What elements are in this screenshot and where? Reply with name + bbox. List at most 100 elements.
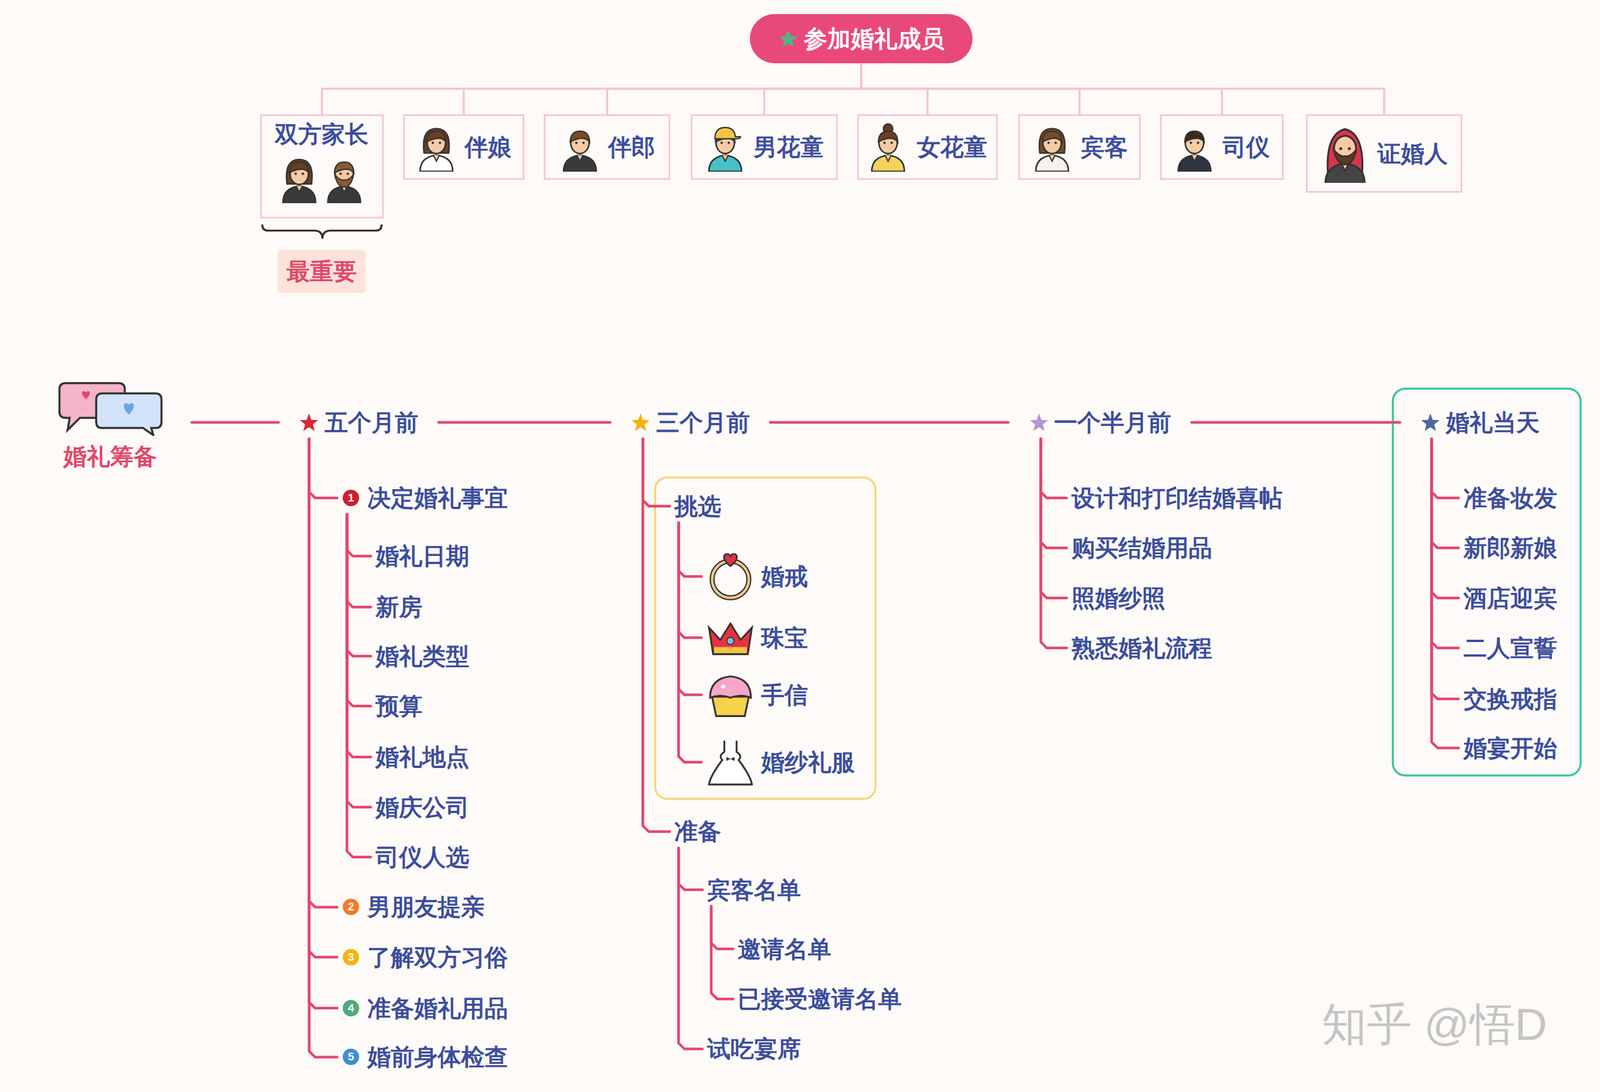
avatar-hair <box>878 131 899 142</box>
chat-heart <box>82 390 90 399</box>
star-icon <box>630 412 651 433</box>
node-label: 一个半月前 <box>1053 408 1172 437</box>
avatar-hair <box>1184 131 1204 142</box>
avatar-body <box>328 185 361 203</box>
connector-line <box>309 438 338 958</box>
connector-line <box>1191 421 1401 425</box>
connector-line <box>346 514 371 757</box>
node-label: 准备妆发 <box>1463 483 1558 513</box>
headscarf <box>1327 128 1363 173</box>
topic-item: 婚纱礼服 <box>705 737 855 787</box>
timeline-topic: 婚礼当天 <box>1420 408 1540 437</box>
dress-shape <box>708 740 752 785</box>
topic-item: 试吃宴席 <box>707 1034 801 1063</box>
chat-bubble <box>96 393 162 435</box>
avatar-eye <box>431 141 434 145</box>
avatar-cap <box>714 127 741 139</box>
node-label: 双方家长 <box>274 120 369 149</box>
connector-line <box>678 847 703 890</box>
topic-item: 新郎新娘 <box>1463 533 1558 562</box>
node-label: 婚庆公司 <box>375 793 470 822</box>
topic-item: 男朋友提亲 <box>341 892 485 921</box>
node-label: 购买结婚用品 <box>1071 533 1213 562</box>
ring-icon <box>705 551 756 602</box>
node-label: 决定婚礼事宜 <box>367 483 508 513</box>
node-label: 宾客 <box>1080 132 1128 162</box>
connector-line <box>191 421 279 425</box>
hair-back <box>286 159 313 184</box>
cake-cup <box>712 697 750 717</box>
avatar-neck <box>1049 155 1056 162</box>
avatar-neck <box>1191 155 1197 162</box>
member-box: 伴娘 <box>403 114 525 180</box>
connector-line <box>642 438 670 832</box>
node-label: 婚前身体检查 <box>367 1042 508 1071</box>
avatar-eye <box>1054 141 1057 145</box>
avatar-neck <box>341 185 348 192</box>
connector-line <box>678 522 702 577</box>
connector-line <box>346 514 371 706</box>
connector-line <box>770 421 1009 425</box>
node-label: 交换戒指 <box>1463 684 1558 713</box>
avatar-eye <box>339 172 343 175</box>
avatar-hair <box>426 131 446 142</box>
avatar-eye <box>581 141 585 145</box>
avatar-face <box>427 132 446 155</box>
node-label: 最重要 <box>286 257 357 286</box>
topic-item: 宾客名单 <box>707 875 801 904</box>
avatar-hair <box>290 162 310 173</box>
topic-item: 手信 <box>705 670 808 720</box>
avatar-face <box>335 162 354 185</box>
ring-heart <box>724 554 738 567</box>
topic-item: 决定婚礼事宜 <box>341 483 508 513</box>
avatar <box>328 162 361 203</box>
topic-item: 新房 <box>375 592 423 622</box>
node-label: 酒店迎宾 <box>1463 584 1558 613</box>
avatar-icon <box>704 122 746 172</box>
avatar-eye <box>574 141 578 145</box>
connector-line <box>642 438 670 507</box>
avatar-face <box>715 132 735 155</box>
callout-number: 3 <box>342 949 360 966</box>
node-label: 已接受邀请名单 <box>737 984 902 1013</box>
connector-line <box>464 63 862 115</box>
connector-line <box>1431 438 1459 699</box>
cake-icon <box>705 670 756 720</box>
star-shape <box>299 413 319 431</box>
avatar-eye <box>720 141 723 145</box>
avatar-face <box>879 132 898 155</box>
star-icon <box>1420 412 1441 433</box>
connector-line <box>346 514 371 607</box>
brace-bracket <box>262 224 382 239</box>
dress-bow <box>726 756 735 762</box>
timeline-topic: 三个月前 <box>630 408 750 437</box>
avatar-icon <box>1320 124 1370 183</box>
connector-line <box>678 522 702 639</box>
crown-band <box>714 646 747 653</box>
node-label: 男朋友提亲 <box>367 892 485 921</box>
avatar-neck <box>1341 163 1349 172</box>
node-label: 伴娘 <box>464 132 512 162</box>
title-pill: 参加婚礼成员 <box>749 14 973 64</box>
avatar-eye <box>1347 147 1351 150</box>
node-label: 手信 <box>761 680 808 709</box>
topic-item: 准备 <box>674 817 722 846</box>
star-shape <box>779 29 798 47</box>
avatar-body <box>1035 155 1069 172</box>
topic-item: 预算 <box>375 691 423 721</box>
node-label: 伴郎 <box>608 132 655 162</box>
topic-item: 照婚纱照 <box>1071 584 1166 613</box>
avatar-icon <box>1031 122 1073 172</box>
node-label: 司仪 <box>1222 132 1270 162</box>
node-label: 了解双方习俗 <box>367 943 508 972</box>
connector-line <box>1431 438 1459 548</box>
topic-item: 婚礼地点 <box>375 742 470 771</box>
topic-item: 酒店迎宾 <box>1463 584 1558 613</box>
avatar-eye <box>883 141 886 145</box>
node-label: 照婚纱照 <box>1071 584 1166 613</box>
member-box: 司仪 <box>1160 114 1284 180</box>
node-label: 婚纱礼服 <box>761 748 855 777</box>
crown-icon <box>705 613 756 663</box>
